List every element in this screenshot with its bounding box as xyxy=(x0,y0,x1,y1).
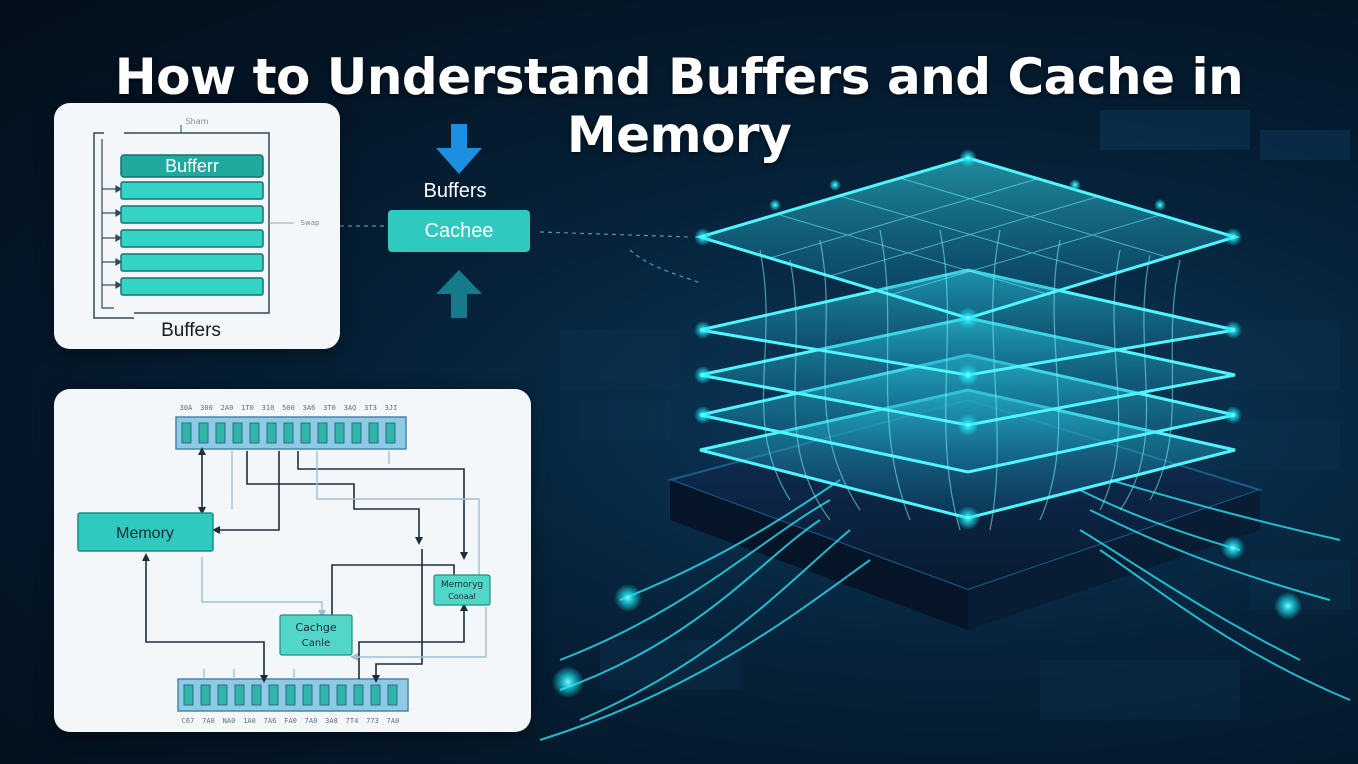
cache-box-label-1: Cachge xyxy=(295,621,336,634)
memory-controller-box xyxy=(433,574,491,606)
bus-cell xyxy=(251,684,262,706)
bus-cell xyxy=(302,684,313,706)
controller-label-1: Memoryg xyxy=(441,580,483,590)
bus-cell xyxy=(217,684,228,706)
arrow-up-icon xyxy=(436,270,482,318)
page-title: How to Understand Buffers and Cache in M… xyxy=(114,47,1244,164)
bus-cell xyxy=(200,684,211,706)
bus-address-label: 300 xyxy=(200,404,213,412)
glow-nodes xyxy=(552,149,1302,698)
bus-address-label: 3A8 xyxy=(325,717,338,725)
buffer-slot xyxy=(120,277,264,296)
bus-address-label: FA0 xyxy=(284,717,297,725)
data-stream-lines xyxy=(539,479,1351,741)
bus-cell xyxy=(353,684,364,706)
top-small-label: Sham xyxy=(186,117,209,126)
bus-cell xyxy=(283,422,294,444)
buffer-slot xyxy=(120,205,264,224)
bus-cell xyxy=(266,422,277,444)
bus-cell xyxy=(370,684,381,706)
bus-cell xyxy=(387,684,398,706)
bus-cell xyxy=(198,422,209,444)
bus-address-label: 3JI xyxy=(385,404,398,412)
memory-architecture-diagram: 30A 300 2A0 1T0 310 500 3A6 3T0 3AQ 3T3 3JI C67 7A0… xyxy=(77,404,491,725)
controller-label-2: Conaal xyxy=(448,592,476,601)
cache-box-label-2: Canle xyxy=(302,638,330,649)
bus-address-label: 3A6 xyxy=(303,404,316,412)
bus-address-label: 7T4 xyxy=(346,717,359,725)
bus-cell xyxy=(336,684,347,706)
buffers-diagram: Bufferr Sham Swap Buffers xyxy=(93,117,320,341)
bus-address-label: 7A0 xyxy=(387,717,400,725)
bus-address-label: 1T0 xyxy=(241,404,254,412)
buffer-slot xyxy=(120,229,264,248)
bus-cell xyxy=(368,422,379,444)
bus-address-label: 3T3 xyxy=(364,404,377,412)
memory-diagram-card: 30A 300 2A0 1T0 310 500 3A6 3T0 3AQ 3T3 3JI C67 7A0… xyxy=(54,389,531,732)
bus-address-label: 310 xyxy=(262,404,275,412)
bus-address-label: 1A0 xyxy=(243,717,256,725)
bus-cell xyxy=(234,684,245,706)
bus-cell xyxy=(249,422,260,444)
bus-address-label: 7A0 xyxy=(202,717,215,725)
bus-cell xyxy=(385,422,396,444)
cache-box xyxy=(279,614,353,656)
bus-cell xyxy=(300,422,311,444)
buffer-slot xyxy=(120,253,264,272)
memory-box-label: Memory xyxy=(116,525,174,542)
bus-address-label: 7A6 xyxy=(264,717,277,725)
layer-1-top xyxy=(694,156,1241,320)
bus-cell xyxy=(215,422,226,444)
bus-address-label: 30A xyxy=(180,404,193,412)
swap-label: Swap xyxy=(301,219,320,227)
bus-cell xyxy=(334,422,345,444)
bus-address-label: NA0 xyxy=(223,717,236,725)
bus-cell xyxy=(285,684,296,706)
buffer-slot xyxy=(120,181,264,200)
bus-address-label: 3AQ xyxy=(344,404,357,412)
bus-address-label: 3T0 xyxy=(323,404,336,412)
bus-cell xyxy=(319,684,330,706)
dashed-connectors xyxy=(340,225,701,284)
circuit-board-background xyxy=(560,110,1350,720)
bus-cell xyxy=(181,422,192,444)
bus-address-label: 500 xyxy=(282,404,295,412)
bus-address-label: 7A0 xyxy=(305,717,318,725)
top-memory-bus xyxy=(175,416,407,450)
memory-layers xyxy=(552,149,1302,698)
arrow-down-icon xyxy=(436,124,482,174)
cache-box: Cachee xyxy=(388,210,530,252)
buffers-diagram-card: Bufferr Sham Swap Buffers xyxy=(54,103,340,349)
bus-cell xyxy=(232,422,243,444)
bus-cell xyxy=(351,422,362,444)
memory-box xyxy=(77,512,214,552)
buffer-header-label: Bufferr xyxy=(165,156,219,176)
bus-address-label: 773 xyxy=(366,717,379,725)
buffer-header-bar xyxy=(120,154,264,178)
bus-address-label: 2A0 xyxy=(221,404,234,412)
bus-address-label: C67 xyxy=(182,717,195,725)
buffers-label: Buffers xyxy=(423,180,487,202)
bus-cell xyxy=(268,684,279,706)
bus-cell xyxy=(183,684,194,706)
buffers-footer-label: Buffers xyxy=(161,320,221,341)
bus-cell xyxy=(317,422,328,444)
